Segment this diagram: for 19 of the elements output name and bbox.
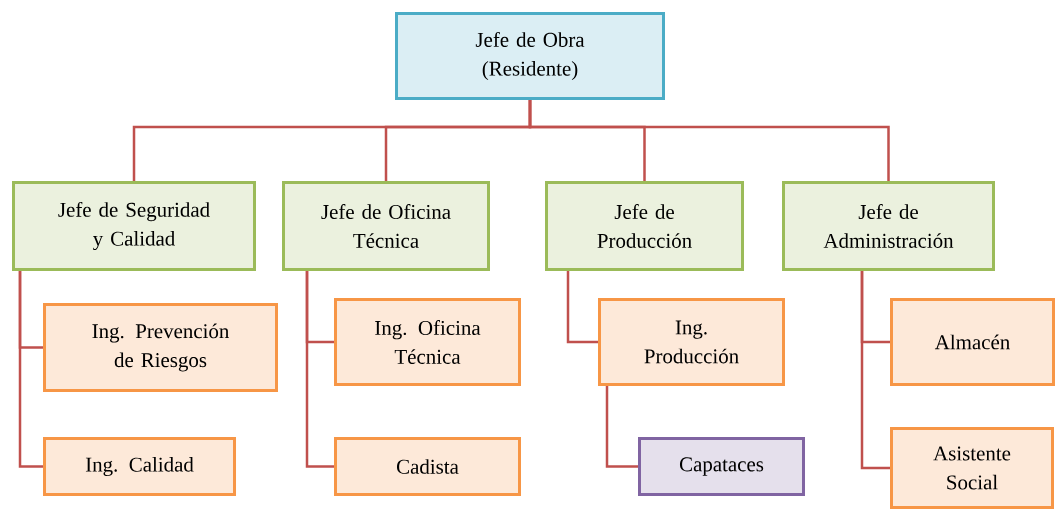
manager-box: Jefe de Administración [782,181,995,271]
connector-line [860,271,890,470]
staff-box: Ing. Calidad [43,437,236,496]
staff-box: Asistente Social [890,427,1054,509]
staff-box: Almacén [890,298,1055,386]
staff-box: Capataces [638,437,805,496]
connector-line [305,271,334,468]
connector-line [605,386,638,468]
top-box: Jefe de Obra (Residente) [395,12,665,100]
staff-box: Ing. Prevención de Riesgos [43,303,278,392]
manager-box: Jefe de Seguridad y Calidad [12,181,256,271]
staff-box: Ing. Oficina Técnica [334,298,521,386]
staff-box: Cadista [334,437,521,496]
manager-box: Jefe de Oficina Técnica [282,181,490,271]
connector-line [528,100,890,181]
manager-box: Jefe de Producción [545,181,744,271]
staff-box: Ing. Producción [598,298,785,386]
connector-line [566,271,598,344]
connector-line [18,271,43,468]
